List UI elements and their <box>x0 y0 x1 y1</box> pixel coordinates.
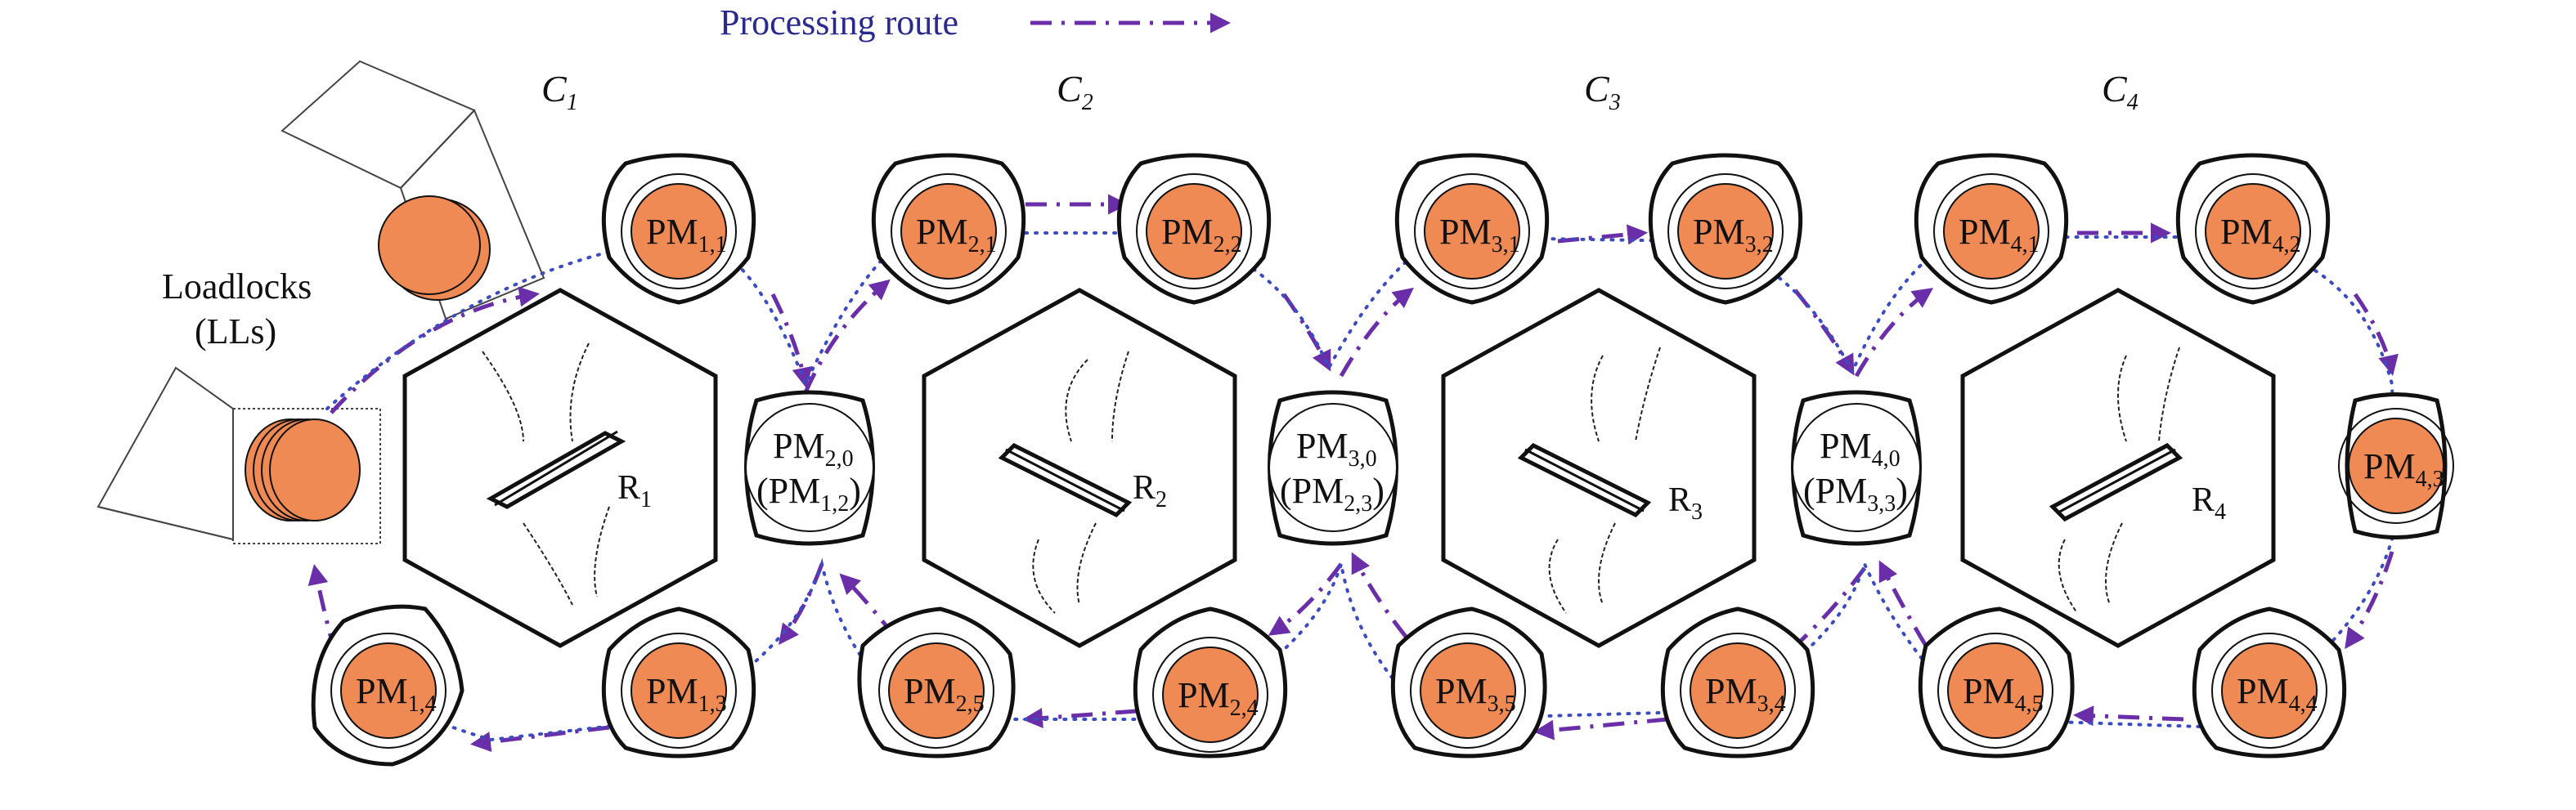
svg-text:PM1,1: PM1,1 <box>646 212 727 257</box>
transfer-chamber-r1: R1 <box>402 288 718 648</box>
buffer-module-pm-4-0: PM4,0 (PM3,3) <box>1791 390 1922 546</box>
transfer-chamber-r4: R4 <box>1960 288 2276 648</box>
legend: Processing route <box>720 2 1231 43</box>
svg-text:PM2,2: PM2,2 <box>1161 212 1242 257</box>
svg-text:PM4,4: PM4,4 <box>2237 671 2318 717</box>
wafer <box>2221 642 2318 739</box>
wafer <box>631 642 727 739</box>
process-module-pm-3-5: PM3,5 <box>1390 606 1547 759</box>
process-module-pm-2-4: PM2,4 <box>1133 606 1288 759</box>
robot-label-r3: R3 <box>1668 481 1703 525</box>
wafer <box>631 183 727 280</box>
svg-text:PM2,4: PM2,4 <box>1178 675 1259 721</box>
loadlocks-label-abbrev: (LLs) <box>195 311 276 351</box>
wafer <box>378 195 481 295</box>
wafer <box>1690 642 1786 739</box>
robot-arm <box>1517 347 1661 614</box>
loadlocks-label: Loadlocks <box>162 266 312 307</box>
loadlock-upper <box>280 60 545 320</box>
svg-text:(PM2,3): (PM2,3) <box>1280 471 1384 517</box>
legend-label: Processing route <box>720 2 958 43</box>
wafer <box>269 418 361 521</box>
transfer-chambers: R1 R2 R3 <box>402 288 2276 648</box>
process-module-pm-1-1: PM1,1 <box>601 153 756 305</box>
process-module-pm-4-4: PM4,4 <box>2192 606 2347 759</box>
svg-text:PM1,4: PM1,4 <box>356 671 437 717</box>
svg-text:PM3,5: PM3,5 <box>1435 671 1516 717</box>
wafer <box>340 642 437 739</box>
svg-text:PM3,1: PM3,1 <box>1439 212 1520 257</box>
cluster-label-c2: C2 <box>1057 68 1093 115</box>
transfer-chamber-r2: R2 <box>922 288 1237 648</box>
buffer-modules: PM2,0 (PM1,2) PM3,0 (PM2,3) PM4,0 (PM3,3… <box>744 390 1922 546</box>
process-module-pm-1-3: PM1,3 <box>601 606 756 759</box>
process-module-pm-3-4: PM3,4 <box>1660 606 1815 759</box>
process-module-pm-4-3: PM4,3 <box>2338 392 2454 539</box>
svg-text:PM3,2: PM3,2 <box>1693 212 1774 257</box>
wafer <box>1947 642 2044 739</box>
wafer <box>1146 183 1242 280</box>
svg-text:PM2,1: PM2,1 <box>916 212 997 257</box>
process-module-pm-4-5: PM4,5 <box>1918 606 2075 759</box>
robot-label-r4: R4 <box>2192 481 2226 525</box>
buffer-module-pm-2-0: PM2,0 (PM1,2) <box>744 390 875 546</box>
wafer <box>1677 183 1774 280</box>
loadlock-lower <box>96 366 381 544</box>
process-module-pm-3-2: PM3,2 <box>1648 153 1803 305</box>
robot-arm <box>482 342 626 606</box>
loadlocks: Loadlocks (LLs) <box>96 60 545 544</box>
cluster-label-c4: C4 <box>2102 68 2138 115</box>
robot-label-r2: R2 <box>1133 469 1167 512</box>
process-module-pm-2-1: PM2,1 <box>871 153 1026 305</box>
cluster-label-c3: C3 <box>1584 68 1621 115</box>
process-module-pm-1-4: PM1,4 <box>311 604 464 767</box>
wafer <box>1420 642 1516 739</box>
svg-text:PM4,2: PM4,2 <box>2220 212 2301 257</box>
svg-text:PM4,0: PM4,0 <box>1820 426 1901 472</box>
cluster-label-c1: C1 <box>541 68 578 115</box>
svg-text:PM3,4: PM3,4 <box>1705 671 1786 717</box>
wafer <box>888 642 985 739</box>
svg-text:(PM1,2): (PM1,2) <box>756 471 861 517</box>
wafer <box>2348 418 2444 514</box>
robot-arm <box>998 351 1133 614</box>
wafer <box>1424 183 1520 280</box>
process-module-pm-4-2: PM4,2 <box>2175 153 2331 305</box>
robot-label-r1: R1 <box>617 469 652 512</box>
svg-text:PM1,3: PM1,3 <box>646 671 727 717</box>
process-modules: PM1,1 PM1,3 PM1,4 PM2,1 PM2,2 <box>311 153 2454 767</box>
cluster-labels: C1 C2 C3 C4 <box>541 68 2138 115</box>
wafer <box>900 183 997 280</box>
svg-text:PM4,3: PM4,3 <box>2363 446 2444 492</box>
wafer <box>2205 183 2301 280</box>
svg-text:PM4,1: PM4,1 <box>1959 212 2040 257</box>
wafer <box>1943 183 2040 280</box>
process-module-pm-2-2: PM2,2 <box>1116 153 1272 305</box>
svg-text:(PM3,3): (PM3,3) <box>1803 471 1908 517</box>
svg-text:PM2,5: PM2,5 <box>904 671 985 717</box>
svg-text:PM4,5: PM4,5 <box>1963 671 2044 717</box>
process-module-pm-2-5: PM2,5 <box>857 606 1016 759</box>
svg-text:PM3,0: PM3,0 <box>1296 426 1377 472</box>
process-module-pm-3-1: PM3,1 <box>1394 153 1550 305</box>
robot-arm <box>2049 347 2183 614</box>
svg-text:PM2,0: PM2,0 <box>773 426 854 472</box>
transfer-chamber-r3: R3 <box>1441 288 1757 648</box>
buffer-module-pm-3-0: PM3,0 (PM2,3) <box>1268 390 1398 546</box>
wafer <box>1162 647 1259 743</box>
process-module-pm-4-1: PM4,1 <box>1914 153 2069 305</box>
